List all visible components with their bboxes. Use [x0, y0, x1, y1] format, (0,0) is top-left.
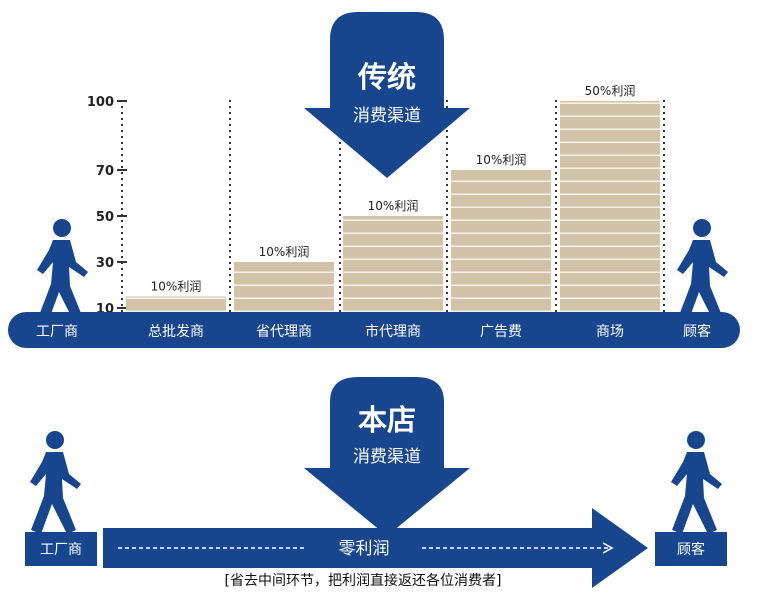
bar-data-label: 10%利润	[151, 280, 202, 294]
bars-group	[126, 101, 660, 312]
bar-data-label: 10%利润	[476, 153, 527, 167]
walking-person-icon	[671, 431, 722, 534]
band-start-label: 工厂商	[36, 324, 78, 340]
dashed-arrow-line	[118, 542, 614, 554]
down-arrow-badge-icon	[304, 12, 470, 178]
note-text: [省去中间环节，把利润直接返还各位消费者]	[225, 572, 502, 589]
walking-person-icon	[30, 431, 81, 534]
badge-subtitle: 消费渠道	[353, 106, 421, 126]
category-label: 省代理商	[256, 324, 312, 340]
y-tick-label: 70	[96, 164, 114, 179]
bar-data-label: 10%利润	[259, 245, 310, 259]
start-box	[25, 532, 97, 566]
zero-profit-arrow	[103, 508, 648, 588]
start-box-label: 工厂商	[40, 542, 82, 558]
y-tick-label: 50	[96, 210, 114, 225]
bar-data-label: 10%利润	[368, 199, 419, 213]
store-badge-subtitle: 消费渠道	[353, 447, 421, 467]
category-label: 广告费	[480, 324, 522, 340]
bar-data-label: 50%利润	[585, 84, 636, 98]
y-tick-label: 100	[87, 95, 114, 110]
end-box	[655, 532, 727, 566]
category-label: 商场	[596, 324, 624, 340]
store-badge-title: 本店	[358, 403, 416, 437]
end-box-label: 顾客	[677, 541, 705, 558]
category-label: 市代理商	[365, 323, 421, 340]
band-end-label: 顾客	[683, 323, 711, 340]
bar-2	[234, 262, 334, 312]
bar-4	[451, 170, 551, 312]
badge-title: 传统	[357, 60, 416, 94]
bar-labels-group: 10%利润 10%利润 10%利润 10%利润 50%利润	[151, 84, 636, 294]
category-label: 总批发商	[148, 324, 204, 340]
down-arrow-badge-icon	[304, 377, 470, 536]
walking-person-icon	[37, 219, 88, 322]
channel-band	[8, 312, 740, 348]
y-tick-label: 30	[96, 256, 114, 271]
bar-5	[560, 101, 660, 312]
bar-1	[126, 296, 226, 312]
bar-3	[343, 216, 443, 312]
arrow-label: 零利润	[339, 539, 390, 559]
walking-person-icon	[677, 219, 728, 322]
